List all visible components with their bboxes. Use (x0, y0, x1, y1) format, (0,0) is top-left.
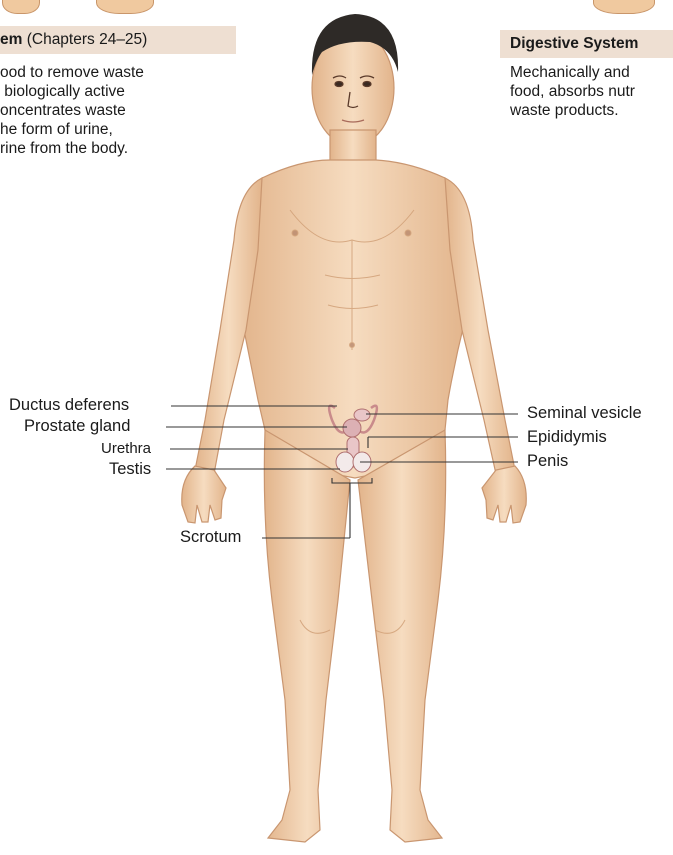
label-penis: Penis (527, 452, 568, 471)
label-ductus-deferens: Ductus deferens (9, 396, 129, 415)
label-seminal-vesicle: Seminal vesicle (527, 404, 642, 423)
label-epididymis: Epididymis (527, 428, 607, 447)
right-hand (482, 466, 526, 523)
seminal-vesicle-shape (354, 409, 370, 421)
label-urethra: Urethra (101, 440, 151, 457)
left-hand (182, 466, 226, 523)
label-scrotum: Scrotum (180, 528, 241, 547)
prostate-shape (343, 419, 361, 437)
left-leg (264, 430, 350, 842)
label-testis: Testis (109, 460, 151, 479)
label-prostate-gland: Prostate gland (24, 417, 130, 436)
right-leg (358, 430, 446, 842)
